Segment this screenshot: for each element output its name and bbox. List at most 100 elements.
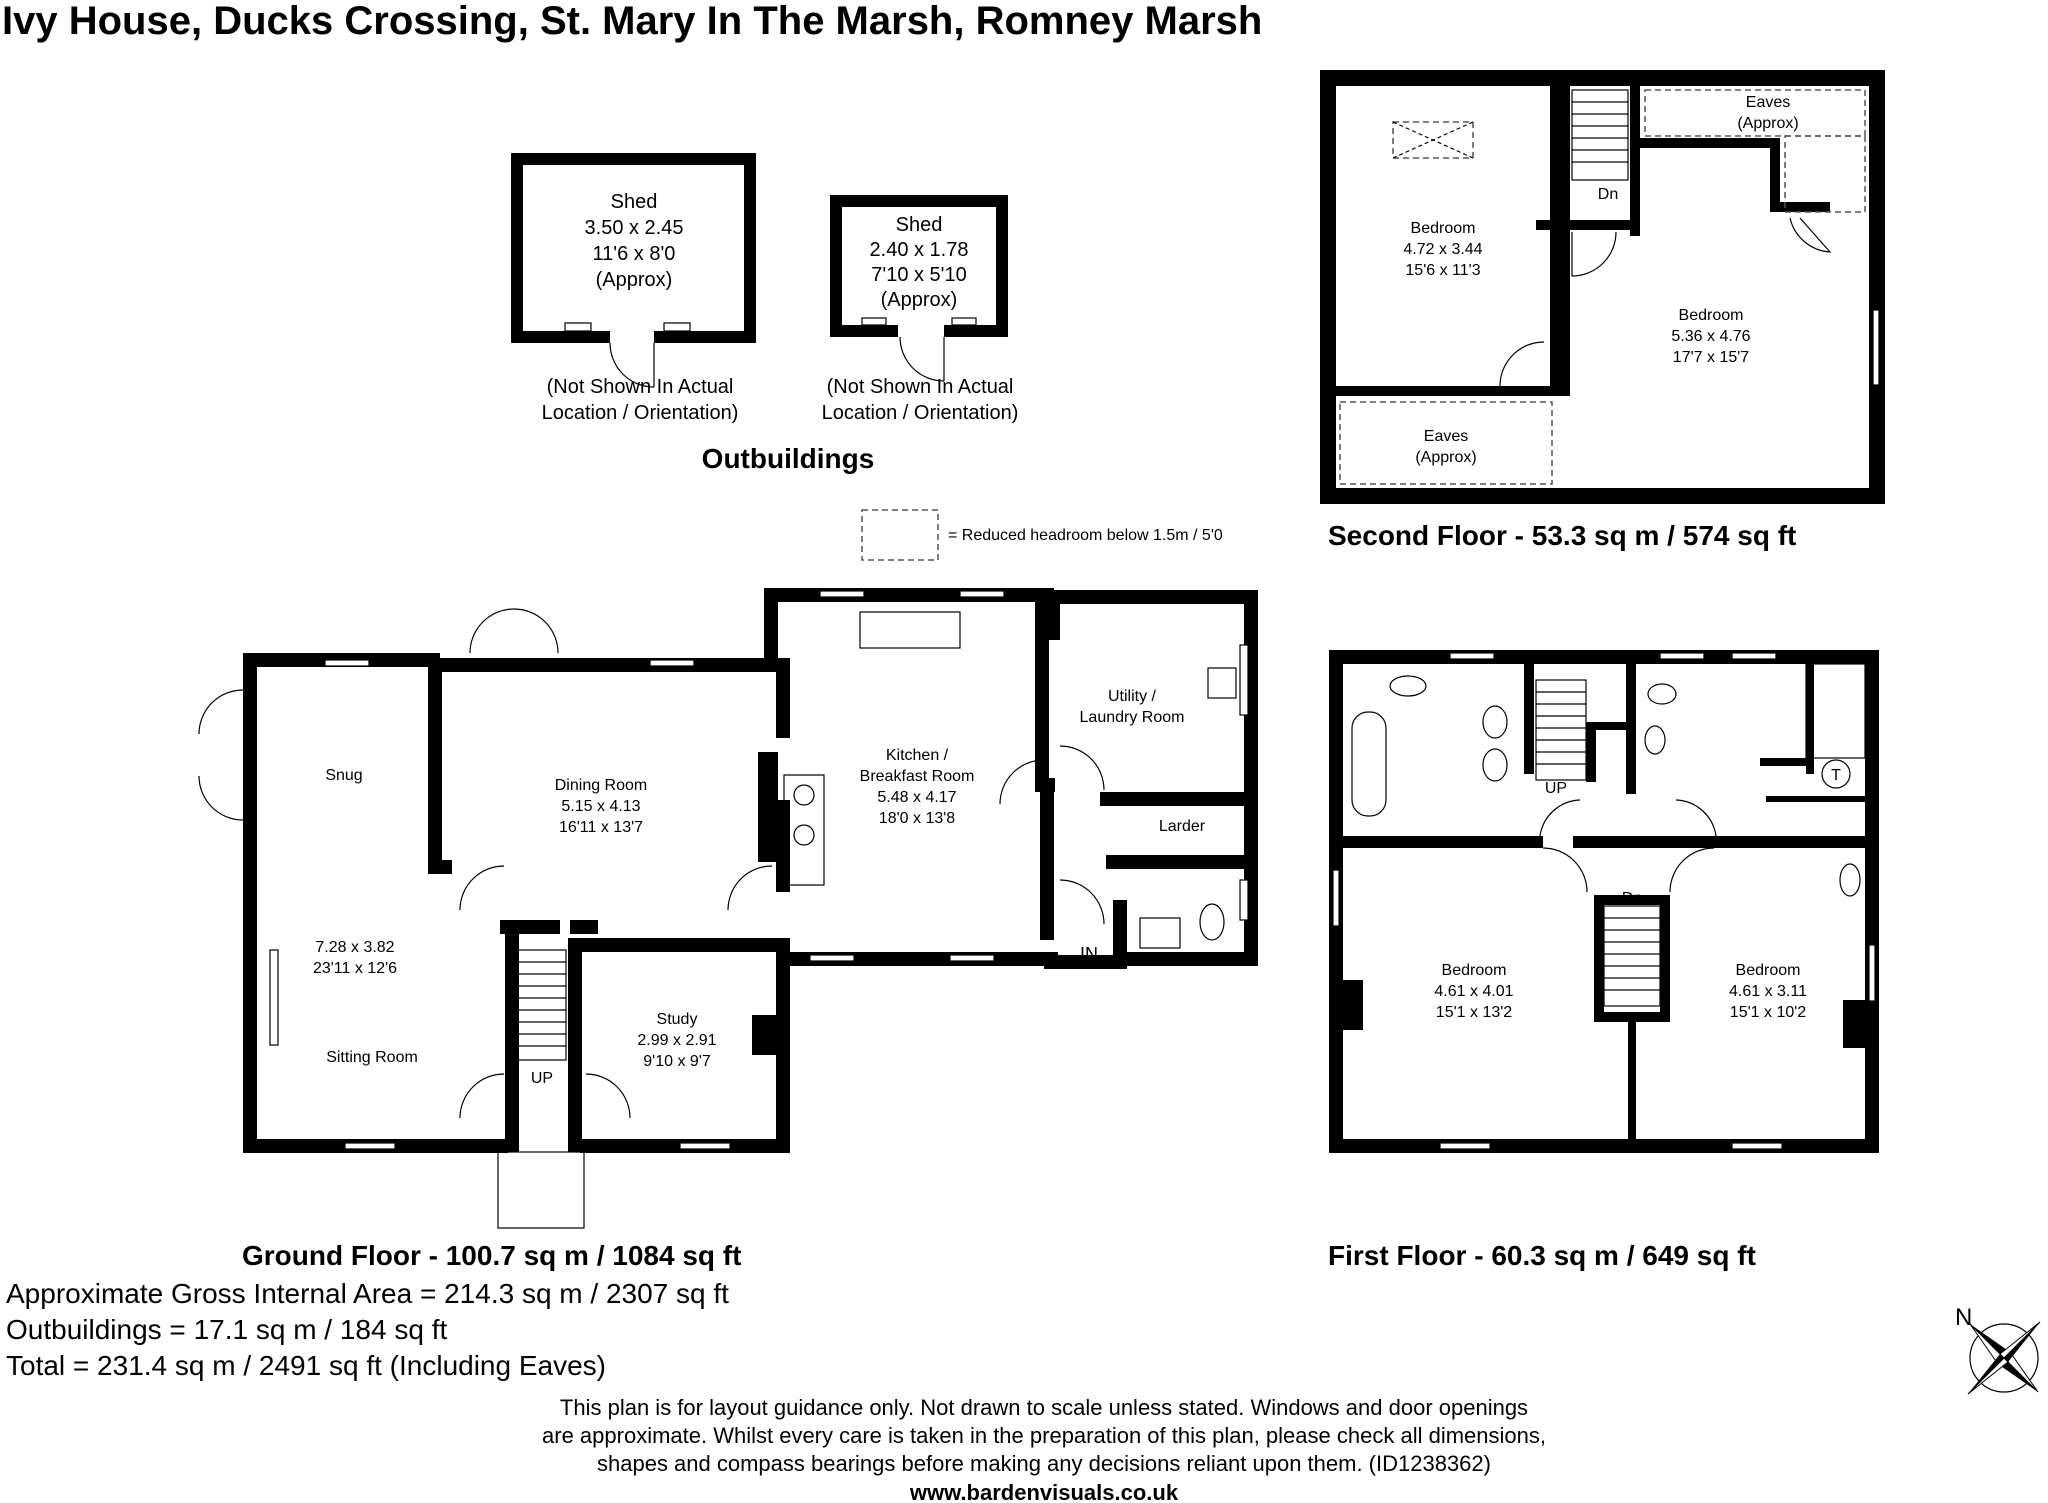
eaves-label-lower: Eaves — [1424, 428, 1468, 445]
porch — [497, 1151, 585, 1229]
door-swing — [1669, 847, 1715, 893]
second-bed2-label: Bedroom — [1679, 307, 1744, 324]
water-tank — [1821, 759, 1851, 789]
kitchen-dims-metric: 5.48 x 4.17 — [877, 789, 956, 806]
second-floor-stairs — [1571, 89, 1629, 181]
skylight — [1392, 121, 1474, 159]
total-area: Total = 231.4 sq m / 2491 sq ft (Includi… — [6, 1350, 606, 1381]
first-bed2-dims-metric: 4.61 x 3.11 — [1729, 983, 1807, 1000]
shed-2-approx: (Approx) — [881, 289, 958, 311]
first-bed2-label: Bedroom — [1736, 962, 1801, 979]
tank-label: T — [1831, 767, 1841, 784]
basin — [1839, 863, 1861, 897]
second-bed2-dims-metric: 5.36 x 4.76 — [1671, 328, 1750, 345]
door-swing — [585, 1073, 631, 1119]
page-title: Ivy House, Ducks Crossing, St. Mary In T… — [2, 0, 1262, 43]
shed-2-note-2: Location / Orientation) — [822, 402, 1019, 424]
shed-2: Shed 2.40 x 1.78 7'10 x 5'10 (Approx) (N… — [822, 195, 1019, 424]
window — [663, 322, 691, 332]
shower — [1805, 663, 1866, 759]
sitting-room-label: Sitting Room — [326, 1049, 418, 1066]
window — [1868, 944, 1876, 1002]
shed-1-approx: (Approx) — [596, 269, 673, 291]
outbuildings-area: Outbuildings = 17.1 sq m / 184 sq ft — [6, 1314, 447, 1345]
dining-dims-imperial: 16'11 x 13'7 — [559, 819, 643, 836]
reduced-headroom-swatch — [861, 509, 939, 561]
window — [949, 954, 995, 962]
second-bed1-dims-imperial: 15'6 x 11'3 — [1405, 262, 1480, 279]
shed-1-note-2: Location / Orientation) — [542, 402, 739, 424]
second-floor-plan: Dn Bedroom 4.72 x 3.44 15'6 x 11'3 Bedro… — [1320, 70, 1885, 504]
first-bed1-dims-imperial: 15'1 x 13'2 — [1436, 1004, 1512, 1021]
door-swing — [459, 1073, 505, 1119]
first-stairs-down-label: Dn — [1622, 890, 1642, 907]
door-swing — [1059, 879, 1105, 925]
study-dims-metric: 2.99 x 2.91 — [637, 1032, 716, 1049]
window — [1332, 869, 1340, 927]
compass-north-label: N — [1955, 1304, 1972, 1331]
bidet — [1482, 748, 1508, 782]
first-stairs-up-label: UP — [1545, 780, 1567, 797]
outbuildings-heading: Outbuildings — [702, 443, 875, 474]
eaves-area — [1784, 135, 1866, 213]
eaves-approx-lower: (Approx) — [1415, 449, 1476, 466]
entrance-label: IN — [1080, 944, 1098, 964]
shed-1-note-1: (Not Shown In Actual — [547, 376, 734, 398]
door-swing — [1539, 799, 1581, 837]
larder-label: Larder — [1159, 818, 1206, 835]
disclaimer-line-1: This plan is for layout guidance only. N… — [560, 1395, 1528, 1420]
range-cooker — [783, 774, 825, 886]
ground-stairs — [517, 949, 567, 1061]
toilet — [1482, 705, 1508, 739]
utility-sink — [1207, 667, 1237, 699]
first-floor-stairs-up — [1535, 679, 1587, 781]
first-floor-title: First Floor - 60.3 sq m / 649 sq ft — [1328, 1240, 1756, 1271]
first-floor-stairs-down — [1603, 905, 1661, 1007]
basin — [1644, 725, 1666, 755]
eaves-approx-upper: (Approx) — [1737, 115, 1798, 132]
door-swing — [1789, 217, 1832, 253]
first-bed1-dims-metric: 4.61 x 4.01 — [1434, 983, 1513, 1000]
french-doors — [469, 608, 559, 654]
shed-1-name: Shed — [611, 191, 658, 213]
french-doors — [198, 689, 244, 821]
website-link[interactable]: www.bardenvisuals.co.uk — [909, 1480, 1179, 1503]
snug-label: Snug — [325, 767, 362, 784]
shed-2-name: Shed — [896, 214, 943, 236]
kitchen-dims-imperial: 18'0 x 13'8 — [879, 810, 955, 827]
second-bed1-label: Bedroom — [1411, 220, 1476, 237]
shed-1-metric: 3.50 x 2.45 — [585, 217, 684, 239]
window — [1439, 1142, 1491, 1150]
stairs-up-label: UP — [531, 1070, 553, 1087]
bathtub — [1351, 711, 1387, 817]
eaves-area — [1339, 401, 1553, 485]
window — [951, 317, 977, 326]
dining-room-label: Dining Room — [555, 777, 647, 794]
first-bed2-dims-imperial: 15'1 x 10'2 — [1730, 1004, 1806, 1021]
disclaimer-line-3: shapes and compass bearings before makin… — [597, 1451, 1491, 1476]
kitchen-label-2: Breakfast Room — [860, 768, 975, 785]
door-swing — [459, 865, 505, 911]
window — [679, 1142, 731, 1150]
eaves-area — [1644, 89, 1866, 137]
toilet — [1647, 683, 1677, 705]
door-swing — [899, 336, 945, 382]
window — [1659, 652, 1705, 660]
wc-toilet — [1199, 903, 1225, 941]
window — [1731, 1142, 1783, 1150]
door-swing — [609, 342, 655, 388]
first-bed1-label: Bedroom — [1442, 962, 1507, 979]
dining-dims-metric: 5.15 x 4.13 — [561, 798, 640, 815]
window — [344, 1142, 396, 1150]
ground-floor-title: Ground Floor - 100.7 sq m / 1084 sq ft — [242, 1240, 741, 1271]
reduced-headroom-legend: = Reduced headroom below 1.5m / 5'0 — [948, 527, 1223, 544]
utility-label-2: Laundry Room — [1080, 709, 1185, 726]
shed-1-imperial: 11'6 x 8'0 — [593, 243, 676, 265]
door-swing — [1675, 799, 1717, 837]
second-floor-title: Second Floor - 53.3 sq m / 574 sq ft — [1328, 520, 1796, 551]
window — [1239, 879, 1249, 921]
window — [861, 317, 887, 326]
sitting-dims-metric: 7.28 x 3.82 — [315, 939, 394, 956]
eaves-label-upper: Eaves — [1746, 94, 1790, 111]
